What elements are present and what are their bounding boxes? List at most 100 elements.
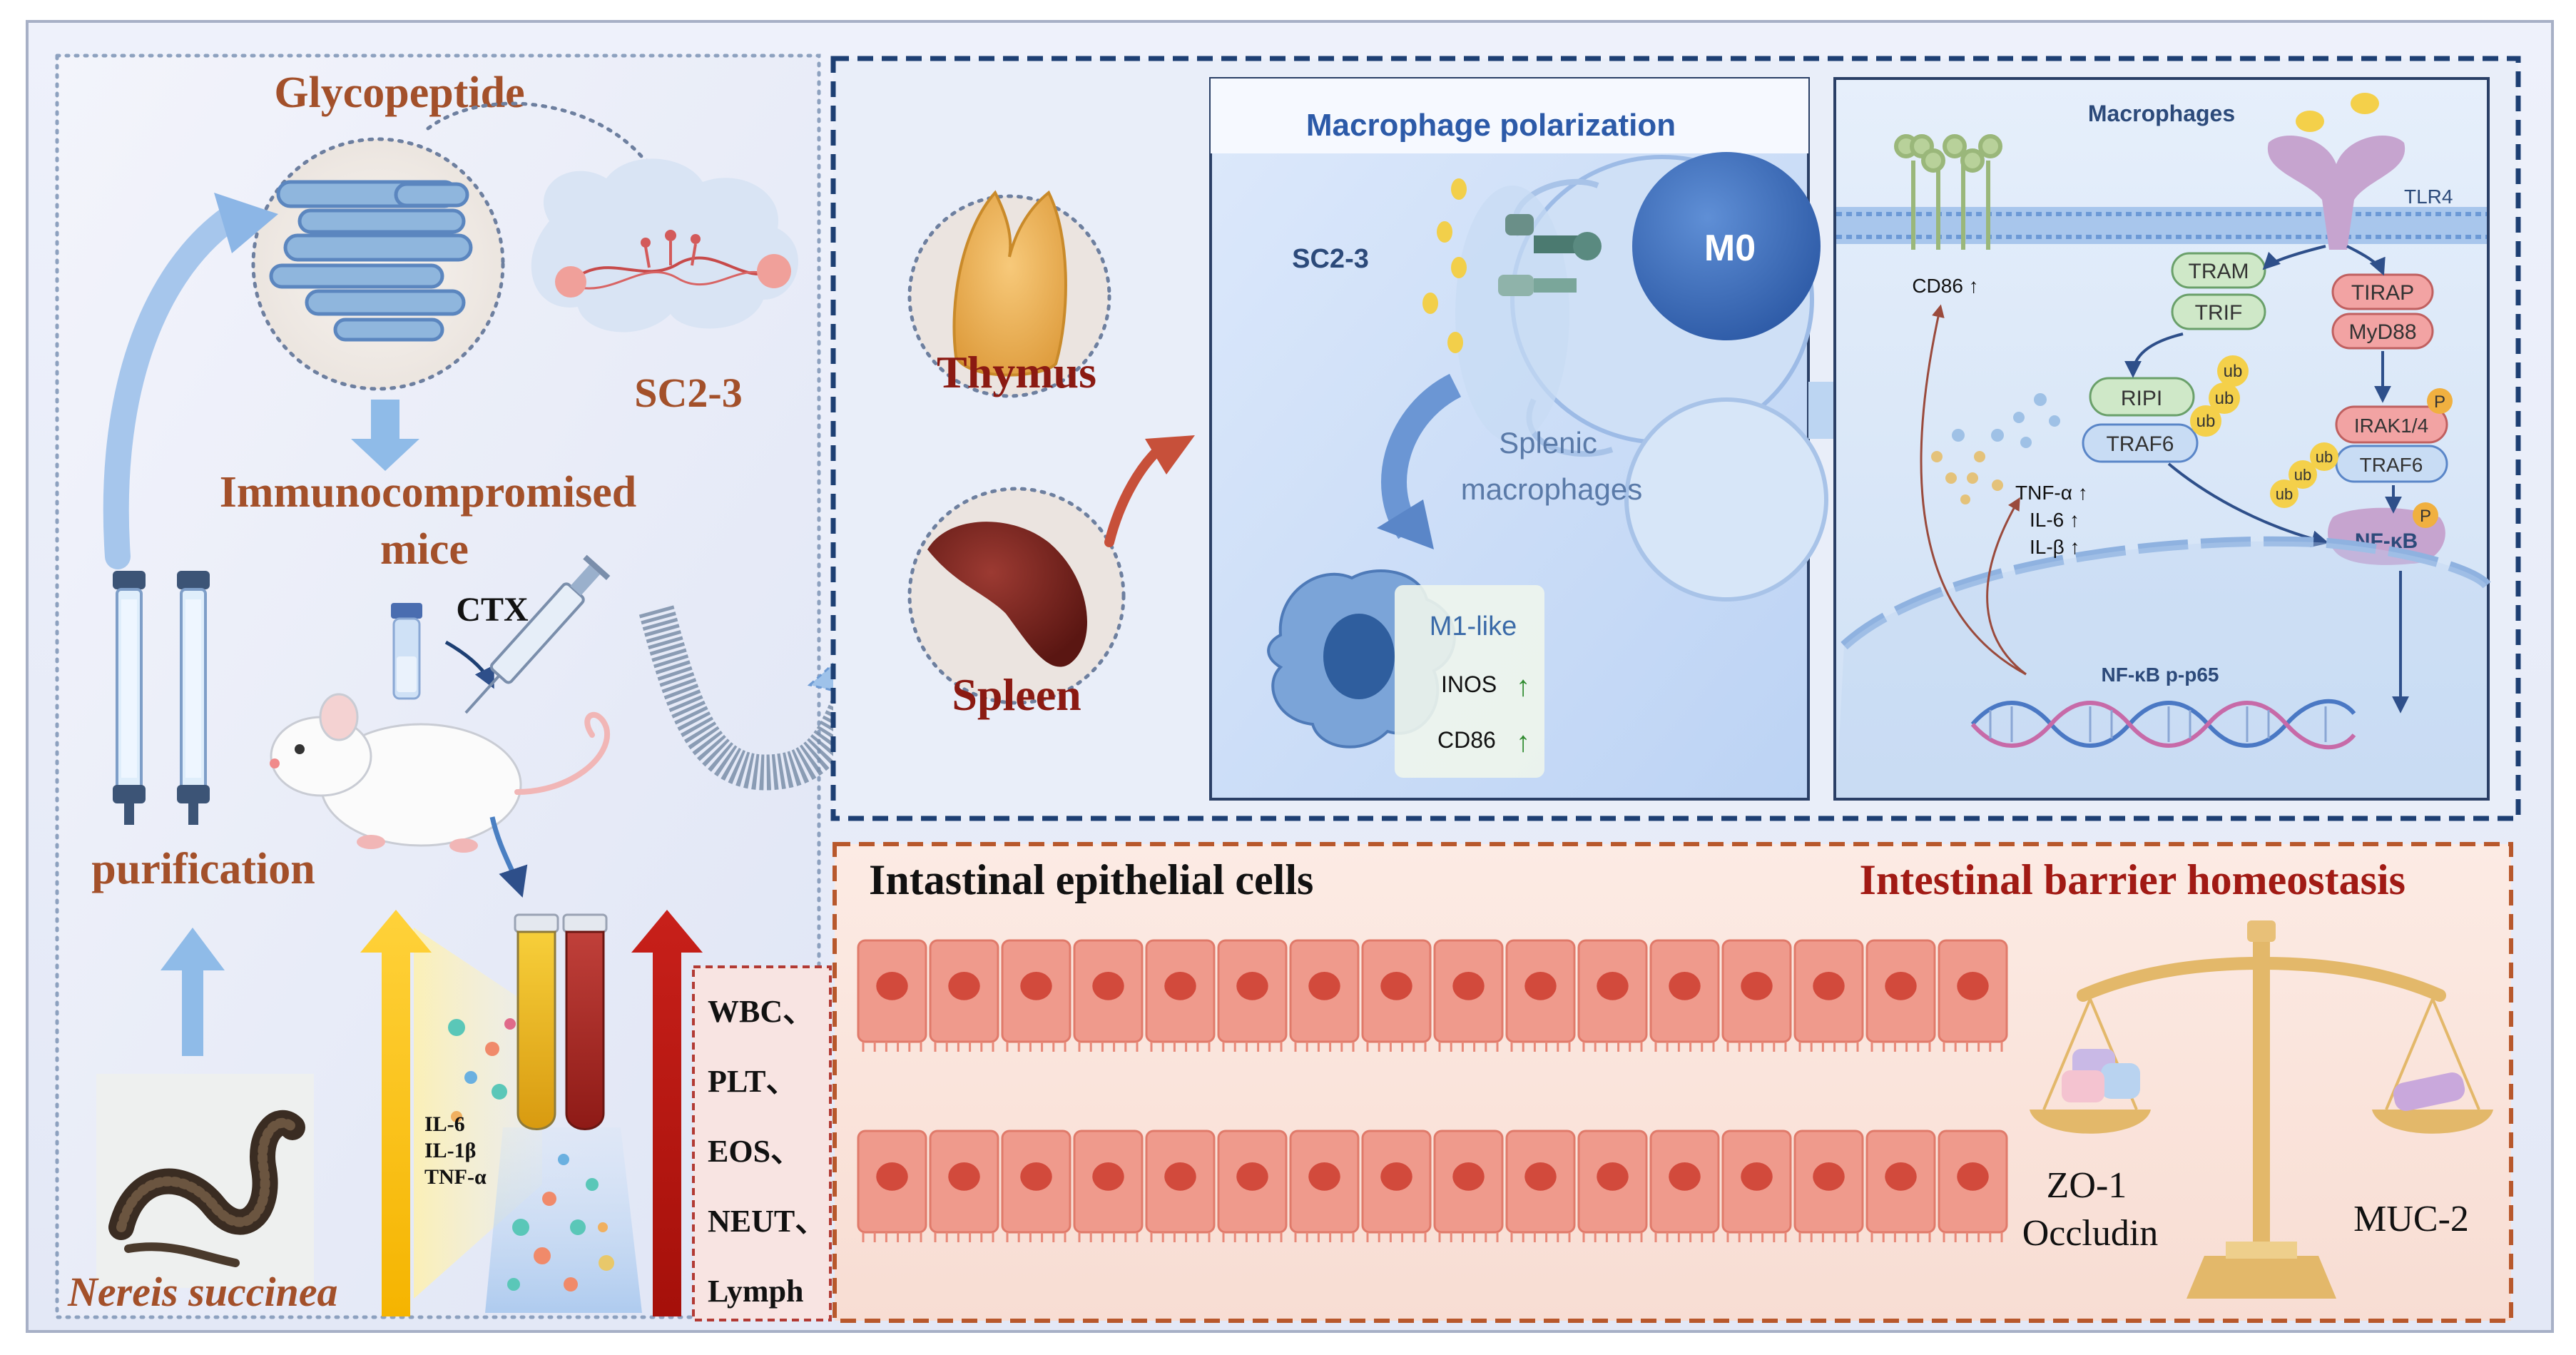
intestinal-panel: Intastinal epithelial cells Intestinal b… [833,842,2513,1323]
cd86-receptors-icon [1894,134,2002,250]
trif-label: TRIF [2195,301,2243,325]
marker-plt: PLT、 [708,1064,798,1099]
cell-nucleus [948,972,980,1000]
marker-wbc: WBC、 [708,994,814,1029]
marker-eos: EOS、 [708,1134,802,1169]
nuclear-envelope [1841,536,2491,650]
marker-neut: NEUT、 [708,1204,826,1239]
spleen-organ-icon [907,487,1126,705]
cell-nucleus [1020,972,1052,1000]
epithelial-cells-row-1 [857,939,2008,1052]
traf6-left-label: TRAF6 [2106,432,2174,456]
ub-label-1: ub [2224,362,2243,381]
pathway-tnfa: TNF-α ↑ [2015,482,2088,504]
cell-nucleus [1885,1162,1917,1191]
cell-nucleus [1885,972,1917,1000]
muc2-label: MUC-2 [2353,1199,2469,1239]
pathway-title: Macrophages [2088,101,2235,126]
organism-label: Nereis succinea [67,1269,338,1315]
ctx-label: CTX [456,591,529,629]
cell-nucleus [1092,1162,1124,1191]
mouse-icon [270,693,611,853]
cell-nucleus [1669,1162,1701,1191]
marker-lymph: Lymph [708,1274,804,1309]
ub-label-3: ub [2196,412,2216,431]
cytokine-il6: IL-6 [424,1112,465,1136]
cell-nucleus [1380,972,1412,1000]
ripi-node [2089,377,2195,417]
myd88-label: MyD88 [2348,320,2416,344]
m0-label: M0 [1704,228,1756,269]
ub-label-4: ub [2316,448,2333,466]
cell-membrane [1836,207,2487,244]
irak-label: IRAK1/4 [2354,415,2428,437]
yellow-up-arrow [360,910,432,1316]
receptor-icon [1498,214,1602,296]
spleen-label: Spleen [952,669,1081,720]
cell-nucleus [1308,1162,1340,1191]
polarization-title: Macrophage polarization [1306,108,1676,143]
cytokine-tnfa: TNF-α [424,1165,487,1189]
irak-node [2335,405,2448,444]
syringe-icon [464,554,611,714]
released-cytokine-dots [1931,393,2060,504]
pathway-il6: IL-6 ↑ [2030,509,2079,531]
p-label-1: P [2434,392,2445,412]
polarization-sc23: SC2-3 [1292,244,1369,274]
pathway-cd86: CD86 ↑ [1912,275,1978,297]
glycopeptide-structure-icon [251,101,730,391]
ub-right-group [2270,442,2338,508]
cell-nucleus [1164,972,1196,1000]
myd88-node [2331,313,2434,350]
blood-markers-box [692,965,832,1321]
sc23-label: SC2-3 [634,370,742,416]
tram-label: TRAM [2189,260,2249,283]
cell-nucleus [1957,972,1989,1000]
traf6-right-label: TRAF6 [2360,454,2423,476]
cell-nucleus [876,1162,908,1191]
dna-helix-icon [1970,699,2356,750]
ripi-label: RIPI [2121,387,2162,410]
cell-nucleus [1452,972,1485,1000]
cell-nucleus [1524,972,1557,1000]
cell-nucleus [1597,972,1629,1000]
cell-nucleus [1020,1162,1052,1191]
tlr4-receptor-icon [2267,93,2406,250]
nereis-photo [96,1074,314,1288]
homeostasis-label: Intestinal barrier homeostasis [1859,856,2406,903]
cell-nucleus [1236,972,1268,1000]
cell-nucleus [1813,972,1845,1000]
ub-left-group [2190,355,2249,437]
ctx-vial-icon [391,603,422,700]
trif-node [2171,293,2266,330]
cell-nucleus [1308,972,1340,1000]
p-label-2: P [2420,507,2431,526]
m1-label: M1-like [1430,611,1517,641]
cell-nucleus [1813,1162,1845,1191]
sc23-molecule-icon [531,158,798,333]
tirap-label: TIRAP [2351,281,2414,305]
cell-nucleus [1236,1162,1268,1191]
cell-nucleus [1669,972,1701,1000]
blood-tubes-icon [514,913,608,1130]
curved-up-arrow [103,201,248,569]
cell-nucleus [1164,1162,1196,1191]
left-panel: Glycopeptide [55,54,905,1321]
cd86-label: CD86 [1437,727,1496,753]
cytokine-il1b: IL-1β [424,1139,476,1162]
cell-nucleus [1957,1162,1989,1191]
zo1-label: ZO-1 [2047,1165,2127,1206]
cell-nucleus [948,1162,980,1191]
up-arrow [161,928,225,1056]
cell-nucleus [1452,1162,1485,1191]
cell-nucleus [876,972,908,1000]
m1-marker-panel [1395,585,1544,778]
splenic-label: Splenic [1499,426,1597,460]
pathway-ilb: IL-β ↑ [2030,536,2080,558]
ub-label-6: ub [2276,485,2293,503]
m0-cell [1632,152,1821,340]
mice-label: mice [380,525,469,574]
inos-up-arrow: ↑ [1516,671,1530,702]
thymus-label: Thymus [937,347,1096,397]
